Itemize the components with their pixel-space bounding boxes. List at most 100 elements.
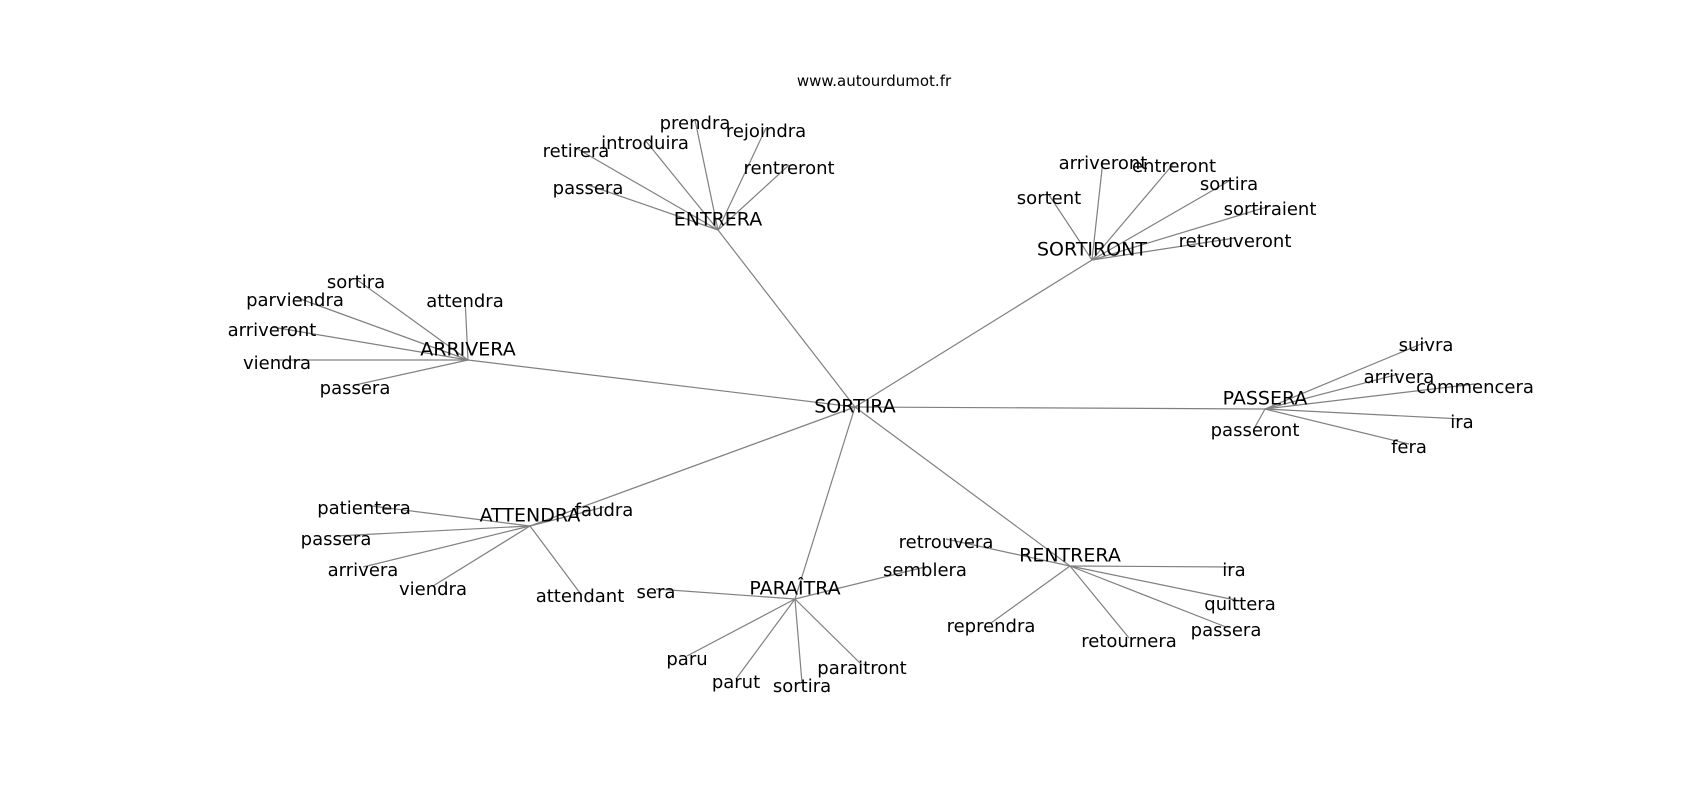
leaf-node-commencera: commencera (1416, 377, 1534, 398)
leaf-node-quittera: quittera (1204, 594, 1275, 615)
edge-entrera-prendra (694, 119, 719, 231)
edge-paraitra-sera (655, 588, 796, 600)
edge-rentrera-passera (1069, 565, 1227, 628)
leaf-node-ira: ira (1222, 560, 1245, 581)
edge-passera-ira (1264, 408, 1463, 420)
edge-center-passera (854, 406, 1266, 410)
edge-sortiront-retrouveront (1091, 237, 1236, 261)
leaf-node-sortent: sortent (1017, 188, 1081, 209)
leaf-node-sera: sera (637, 582, 676, 603)
leaf-node-passera: passera (1191, 620, 1262, 641)
hub-node-passera: PASSERA (1223, 388, 1308, 410)
leaf-node-arrivera: arrivera (1364, 367, 1435, 388)
leaf-node-parviendra: parviendra (246, 290, 344, 311)
leaf-node-paraitront: paraitront (817, 658, 906, 679)
leaf-node-suivra: suivra (1399, 335, 1454, 356)
leaf-node-passeront: passeront (1211, 420, 1300, 441)
hub-node-attendra: ATTENDRA (480, 505, 581, 527)
edge-center-attendra (529, 406, 856, 527)
edge-entrera-rentreront (717, 164, 790, 231)
edge-paraitra-parut (735, 598, 796, 680)
edge-arrivera-passera (354, 359, 469, 386)
edge-passera-passeront (1254, 408, 1266, 428)
edge-attendra-arrivera (362, 525, 531, 568)
leaf-node-retournera: retournera (1081, 631, 1177, 652)
edge-sortiront-sortent (1048, 194, 1093, 261)
leaf-node-semblera: semblera (883, 560, 967, 581)
edge-rentrera-reprendra (990, 565, 1071, 624)
edge-rentrera-ira (1069, 565, 1235, 568)
edge-attendra-passera (335, 525, 531, 537)
leaf-node-rentreront: rentreront (743, 158, 834, 179)
edge-center-entrera (717, 229, 856, 408)
leaf-node-prendra: prendra (660, 113, 731, 134)
edge-passera-fera (1264, 408, 1410, 445)
edge-paraitra-sortira (794, 598, 803, 684)
leaf-node-arriveront: arriveront (228, 320, 317, 341)
edge-entrera-introduira (644, 139, 719, 231)
leaf-node-parut: parut (712, 672, 760, 693)
edge-attendra-attendant (529, 525, 581, 594)
hub-node-paraitra: PARAÎTRA (749, 577, 840, 600)
edge-sortiront-arriveront (1091, 159, 1104, 261)
leaf-node-arriveront: arriveront (1059, 153, 1148, 174)
leaf-node-rejoindra: rejoindra (726, 121, 806, 142)
hub-node-rentrera: RENTRERA (1019, 545, 1121, 567)
leaf-node-retirera: retirera (543, 141, 610, 162)
leaf-node-attendant: attendant (536, 586, 625, 607)
leaf-node-attendra: attendra (426, 291, 503, 312)
leaf-node-retrouvera: retrouvera (899, 532, 994, 553)
center-node-label: SORTIRA (814, 396, 895, 418)
edge-passera-suivra (1264, 341, 1427, 410)
hub-node-arrivera: ARRIVERA (420, 339, 515, 361)
leaf-node-patientera: patientera (317, 498, 411, 519)
edge-arrivera-attendra (464, 297, 469, 361)
leaf-node-passera: passera (301, 529, 372, 550)
leaf-node-entreront: entreront (1132, 156, 1216, 177)
leaf-node-viendra: viendra (243, 353, 311, 374)
edge-entrera-retirera (575, 147, 719, 231)
edge-layer (271, 119, 1476, 684)
leaf-node-faudra: faudra (575, 500, 634, 521)
edge-rentrera-quittera (1069, 565, 1241, 602)
leaf-node-arrivera: arrivera (328, 560, 399, 581)
edge-arrivera-sortira (355, 278, 469, 361)
edge-arrivera-arriveront (271, 326, 469, 361)
hub-node-sortiront: SORTIRONT (1037, 239, 1147, 261)
leaf-node-sortira: sortira (773, 676, 831, 697)
leaf-node-reprendra: reprendra (947, 616, 1036, 637)
leaf-node-ira: ira (1450, 412, 1473, 433)
edge-paraitra-paraitront (794, 598, 863, 666)
edge-attendra-faudra (529, 506, 605, 527)
leaf-node-introduira: introduira (601, 133, 689, 154)
edge-paraitra-semblera (794, 566, 926, 600)
leaf-node-sortiraient: sortiraient (1224, 199, 1317, 220)
leaf-node-retrouveront: retrouveront (1179, 231, 1292, 252)
leaf-node-sortira: sortira (327, 272, 385, 293)
edge-entrera-rejoindra (717, 127, 767, 231)
watermark-text: www.autourdumot.fr (796, 72, 952, 90)
edge-rentrera-retrouvera (945, 538, 1071, 567)
leaf-node-passera: passera (320, 378, 391, 399)
edge-passera-commencera (1264, 383, 1476, 410)
edge-entrera-passera (587, 184, 719, 231)
edge-attendra-patientera (363, 504, 531, 527)
edge-sortiront-entreront (1091, 162, 1175, 261)
edge-center-rentrera (854, 406, 1071, 567)
edge-arrivera-parviendra (294, 296, 469, 361)
edge-paraitra-paru (686, 598, 796, 657)
edge-rentrera-retournera (1069, 565, 1130, 639)
edge-center-sortiront (854, 259, 1093, 408)
edge-passera-arrivera (1264, 373, 1400, 410)
leaf-node-viendra: viendra (399, 579, 467, 600)
edge-center-paraitra (794, 406, 856, 600)
edge-center-arrivera (467, 359, 856, 408)
hub-node-entrera: ENTRERA (674, 209, 762, 231)
edge-sortiront-sortiraient (1091, 205, 1271, 261)
edge-attendra-viendra (432, 525, 531, 587)
leaf-node-sortira: sortira (1200, 174, 1258, 195)
edge-sortiront-sortira (1091, 180, 1230, 261)
leaf-node-passera: passera (553, 178, 624, 199)
